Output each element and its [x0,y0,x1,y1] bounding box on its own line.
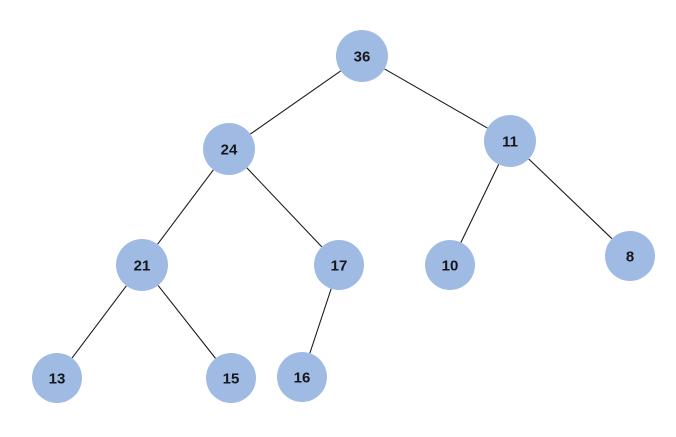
tree-node-36-circle[interactable] [336,30,388,82]
tree-node-11-label: 11 [502,134,518,151]
tree-edge-17-16 [309,288,332,354]
tree-node-36[interactable]: 36 [336,30,388,82]
tree-edge-36-24 [249,70,342,135]
tree-edge-21-13 [71,285,127,359]
tree-node-13-label: 13 [49,371,66,388]
tree-node-16-circle[interactable] [277,352,327,402]
tree-node-8-label: 8 [626,249,634,266]
node-layer: 36 24 11 21 17 10 8 13 15 16 [32,30,655,403]
tree-node-11-circle[interactable] [484,115,536,167]
tree-node-21-label: 21 [134,258,151,275]
tree-node-16[interactable]: 16 [277,352,327,402]
tree-node-21[interactable]: 21 [116,239,168,291]
tree-node-13[interactable]: 13 [32,353,82,403]
tree-node-16-label: 16 [294,370,311,387]
tree-node-24-label: 24 [221,142,238,159]
tree-node-15[interactable]: 15 [206,353,256,403]
tree-node-17-label: 17 [331,258,348,275]
tree-edge-36-11 [384,68,488,129]
tree-node-15-circle[interactable] [206,353,256,403]
tree-node-24-circle[interactable] [203,123,255,175]
tree-node-8[interactable]: 8 [605,231,655,281]
tree-edge-24-17 [246,167,323,248]
tree-node-21-circle[interactable] [116,239,168,291]
tree-edge-21-15 [157,285,216,359]
tree-node-24[interactable]: 24 [203,123,255,175]
tree-node-11[interactable]: 11 [484,115,536,167]
tree-node-17-circle[interactable] [314,240,364,290]
edge-layer [71,68,613,359]
tree-edge-24-21 [157,169,214,245]
tree-node-17[interactable]: 17 [314,240,364,290]
tree-node-10[interactable]: 10 [425,240,475,290]
tree-edge-11-10 [460,164,500,243]
tree-node-10-circle[interactable] [425,240,475,290]
tree-node-13-circle[interactable] [32,353,82,403]
tree-node-8-circle[interactable] [605,231,655,281]
tree-node-10-label: 10 [442,258,459,275]
tree-node-15-label: 15 [223,371,240,388]
tree-edge-11-8 [528,158,613,240]
tree-node-36-label: 36 [354,49,371,66]
